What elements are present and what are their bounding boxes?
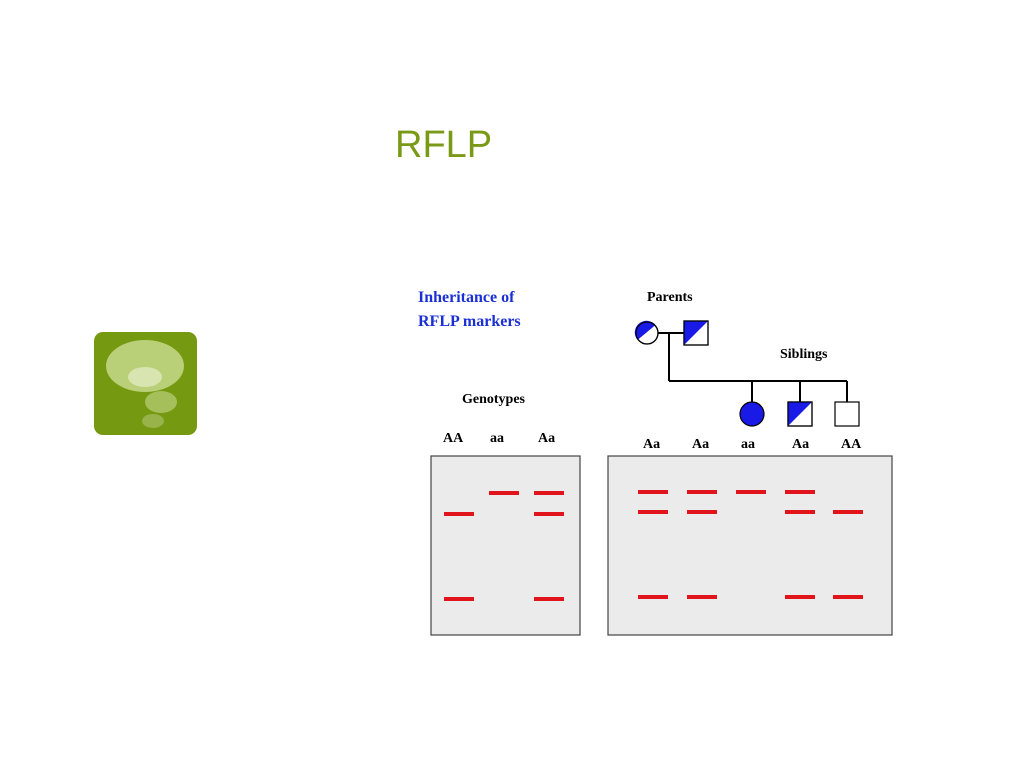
pedigree-parents [634,320,709,346]
right-gel-bands [638,490,863,599]
right-lane-label-1: Aa [643,437,660,452]
pedigree-descent [668,333,848,402]
parents-label: Parents [647,290,693,305]
right-lane-label-4: Aa [792,437,809,452]
left-lane-label-2: aa [490,431,504,446]
mother-carrier-fill [634,320,656,340]
caption-line-2: RFLP markers [418,313,521,330]
right-lane-label-3: aa [741,437,755,452]
left-gel [430,455,581,636]
father-carrier-fill [684,321,708,345]
siblings-label: Siblings [780,347,828,362]
affected-sibling-symbol [739,401,765,427]
slide-title: RFLP [395,124,493,166]
right-lane-label-2: Aa [692,437,709,452]
unaffected-sibling-symbol [834,401,860,427]
caption-line-1: Inheritance of [418,289,515,306]
right-gel [607,455,893,636]
thought-bubble-icon [94,332,197,435]
genotypes-label: Genotypes [462,392,526,407]
left-gel-bands [444,491,564,601]
left-lane-label-1: AA [443,431,464,446]
left-lane-label-3: Aa [538,431,555,446]
pedigree-siblings [739,401,860,427]
right-lane-label-5: AA [841,437,862,452]
